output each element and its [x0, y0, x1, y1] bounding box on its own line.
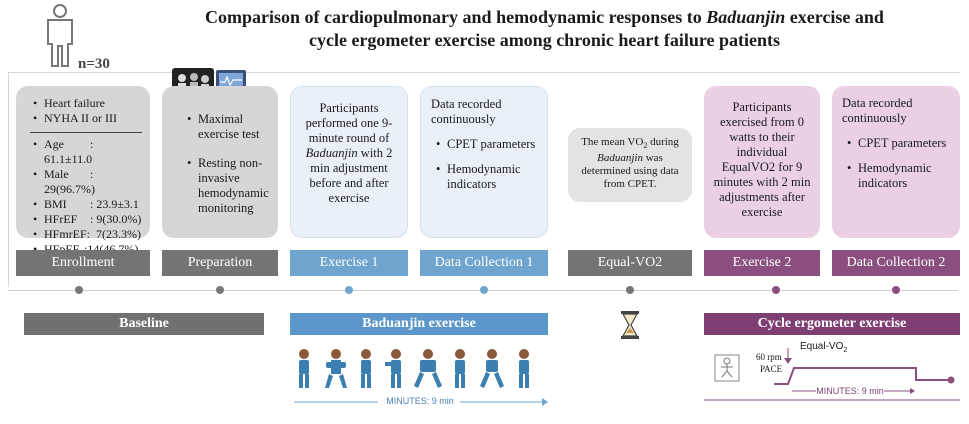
exercise-figure — [325, 349, 347, 388]
frame-left-line — [8, 72, 9, 287]
diagnosis-item: NYHA II or III — [33, 111, 142, 126]
exercise2-box: Participants exercised from 0 watts to t… — [704, 86, 820, 238]
baduanjin-minutes-label: MINUTES: 9 min — [386, 396, 454, 406]
baduanjin-band: Baduanjin exercise — [290, 313, 548, 335]
timeline-dot — [772, 286, 780, 294]
stage-equal-vo2: Equal-VO2 — [568, 250, 692, 276]
equal-vo2-marker-label: Equal-VO2 — [800, 341, 848, 354]
timeline-dot — [892, 286, 900, 294]
pace-label: PACE — [760, 364, 783, 374]
stat-item: HFrEF: 9(30.0%) — [33, 212, 142, 227]
stage-exercise1: Exercise 1 — [290, 250, 408, 276]
equal-vo2-box: The mean VO2 during Baduanjin was determ… — [568, 128, 692, 202]
cyclist-icon — [714, 354, 740, 382]
exercise-figure — [414, 349, 442, 388]
timeline-dot — [626, 286, 634, 294]
stat-item: HFmrEF:7(23.3%) — [33, 227, 142, 242]
diagnosis-item: Heart failure — [33, 96, 142, 111]
rpm-label: 60 rpm — [756, 352, 782, 362]
stat-item: BMI: 23.9±3.1 — [33, 197, 142, 212]
datacollection2-heading: Data recorded continuously — [842, 96, 913, 125]
datacollection2-item: CPET parameters — [847, 136, 952, 151]
timeline-dot — [345, 286, 353, 294]
exercise-figure — [361, 349, 371, 388]
exercise1-box: Participants performed one 9-minute roun… — [290, 86, 408, 238]
enrollment-box: Heart failure NYHA II or III Age: 61.1±1… — [16, 86, 150, 257]
stat-item: Age: 61.1±11.0 — [33, 137, 142, 167]
datacollection1-heading: Data recorded continuously — [431, 97, 502, 126]
stage-datacollection2: Data Collection 2 — [832, 250, 960, 276]
baseline-band: Baseline — [24, 313, 264, 335]
exercise-figure — [519, 349, 529, 388]
workload-profile — [704, 348, 960, 401]
stage-enrollment: Enrollment — [16, 250, 150, 276]
hourglass-icon — [621, 311, 639, 339]
cycle-minutes-label: MINUTES: 9 min — [816, 386, 884, 396]
datacollection2-box: Data recorded continuously CPET paramete… — [832, 86, 960, 238]
datacollection1-item: CPET parameters — [436, 137, 539, 152]
timeline-dot — [480, 286, 488, 294]
cycle-band: Cycle ergometer exercise — [704, 313, 960, 335]
exercise-figure — [299, 349, 309, 388]
preparation-item: Maximal exercise test — [187, 112, 268, 142]
preparation-item: Resting non-invasive hemodynamic monitor… — [187, 156, 269, 216]
datacollection1-box: Data recorded continuously CPET paramete… — [420, 86, 548, 238]
baduanjin-figures — [299, 349, 529, 388]
exercise-figure — [480, 349, 504, 388]
stats-list: Age: 61.1±11.0 Male: 29(96.7%) BMI: 23.9… — [30, 137, 142, 257]
divider — [30, 132, 142, 133]
datacollection2-item: Hemodynamic indicators — [847, 161, 952, 191]
stage-datacollection1: Data Collection 1 — [420, 250, 548, 276]
datacollection1-item: Hemodynamic indicators — [436, 162, 539, 192]
baduanjin-minutes-arrow — [294, 398, 548, 406]
diagnosis-list: Heart failure NYHA II or III — [30, 96, 142, 126]
timeline-dot — [216, 286, 224, 294]
frame-top-line — [8, 72, 960, 73]
stage-exercise2: Exercise 2 — [704, 250, 820, 276]
sample-size-label: n=30 — [78, 56, 110, 72]
person-icon — [47, 4, 73, 67]
stage-preparation: Preparation — [162, 250, 278, 276]
preparation-box: Maximal exercise test Resting non-invasi… — [162, 86, 278, 238]
diagram-title: Comparison of cardiopulmonary and hemody… — [205, 7, 884, 50]
timeline-dot — [75, 286, 83, 294]
stat-item: Male: 29(96.7%) — [33, 167, 142, 197]
exercise-figure — [455, 349, 465, 388]
exercise-figure — [385, 349, 401, 388]
